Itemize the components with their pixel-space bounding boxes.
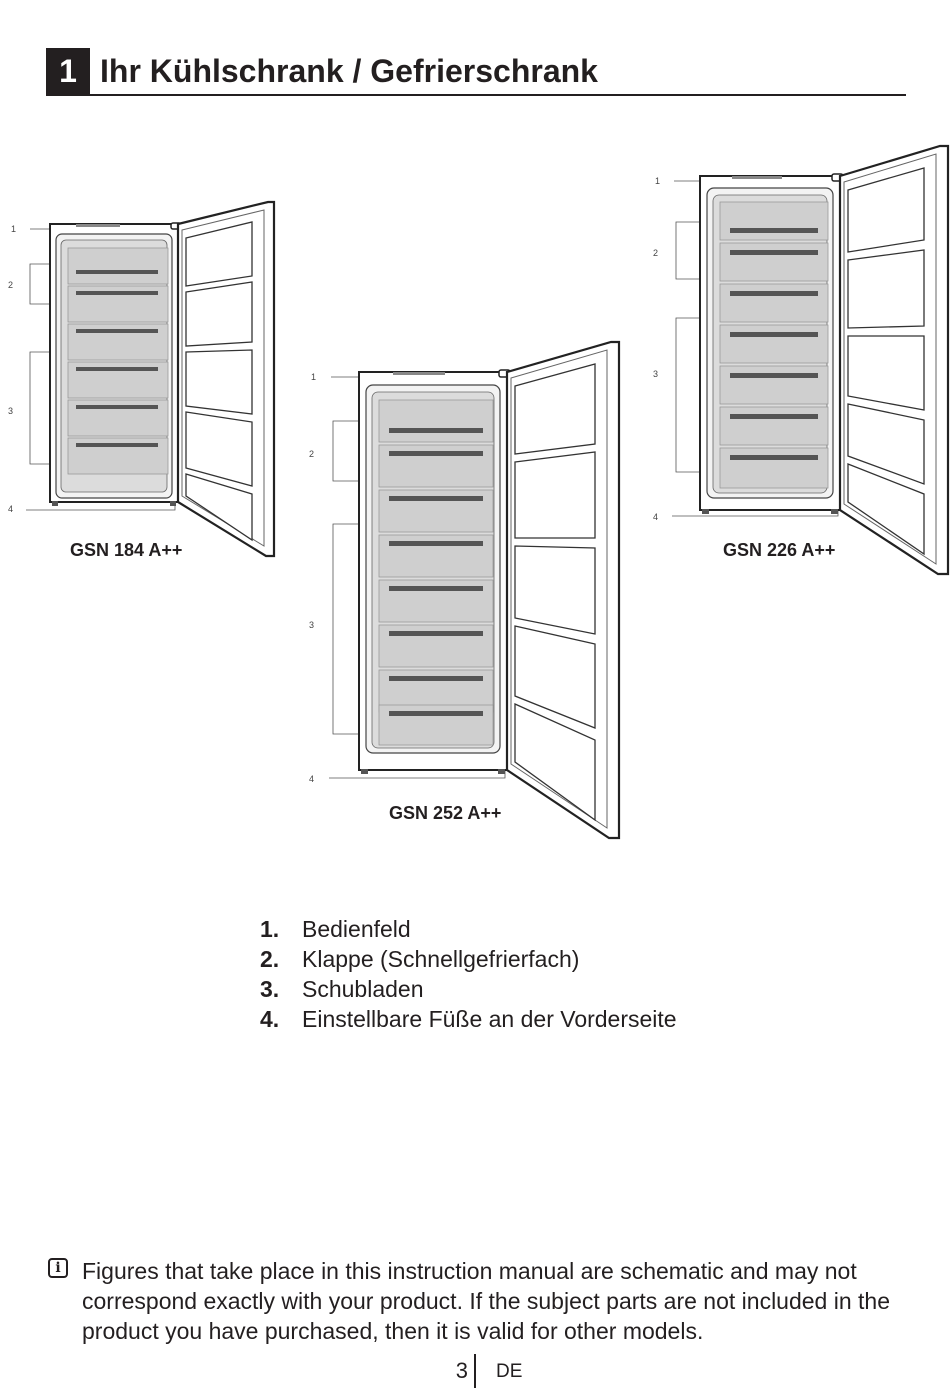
page-number: 3 [455,1358,468,1383]
list-item-label: Bedienfeld [302,916,411,942]
callout-4: 4 [309,774,314,784]
list-item: 3. Schubladen [260,974,780,1004]
page-footer: 3 DE [0,1354,950,1388]
list-item-number: 3. [260,976,280,1002]
callout-4: 4 [8,504,13,514]
callout-2: 2 [309,449,314,459]
callout-1: 1 [311,372,316,382]
info-icon: i [48,1258,68,1278]
callout-1: 1 [655,176,660,186]
callout-3: 3 [8,406,13,416]
freezer-diagram-gsn-226: 1 2 3 4 [653,144,950,576]
callout-2: 2 [8,280,13,290]
callout-3: 3 [309,620,314,630]
language-code: DE [496,1361,523,1382]
model-label-gsn-252: GSN 252 A++ [389,803,502,823]
list-item-number: 2. [260,946,280,972]
freezer-diagram-gsn-184: 1 2 3 4 [8,200,276,558]
list-item: 2. Klappe (Schnellgefrierfach) [260,944,780,974]
chapter-number: 1 [46,48,90,94]
callout-3: 3 [653,369,658,379]
model-label-gsn-184: GSN 184 A++ [70,540,183,560]
parts-list: 1. Bedienfeld 2. Klappe (Schnellgefrierfac… [260,914,780,1034]
list-item-label: Schubladen [302,976,424,1002]
list-item-number: 1. [260,916,280,942]
list-item-number: 4. [260,1006,280,1032]
list-item-label: Einstellbare Füße an der Vorderseite [302,1006,677,1032]
list-item-label: Klappe (Schnellgefrierfach) [302,946,580,972]
footer-divider [474,1354,476,1388]
list-item: 4. Einstellbare Füße an der Vorderseite [260,1004,780,1034]
page-title: Ihr Kühlschrank / Gefrierschrank [100,53,598,89]
model-label-gsn-226: GSN 226 A++ [723,540,836,560]
chapter-header: 1 Ihr Kühlschrank / Gefrierschrank [46,48,906,96]
freezer-diagram-gsn-252: 1 2 3 4 [309,340,621,840]
callout-2: 2 [653,248,658,258]
callout-4: 4 [653,512,658,522]
callout-1: 1 [11,224,16,234]
note-text: Figures that take place in this instruct… [82,1258,890,1344]
list-item: 1. Bedienfeld [260,914,780,944]
